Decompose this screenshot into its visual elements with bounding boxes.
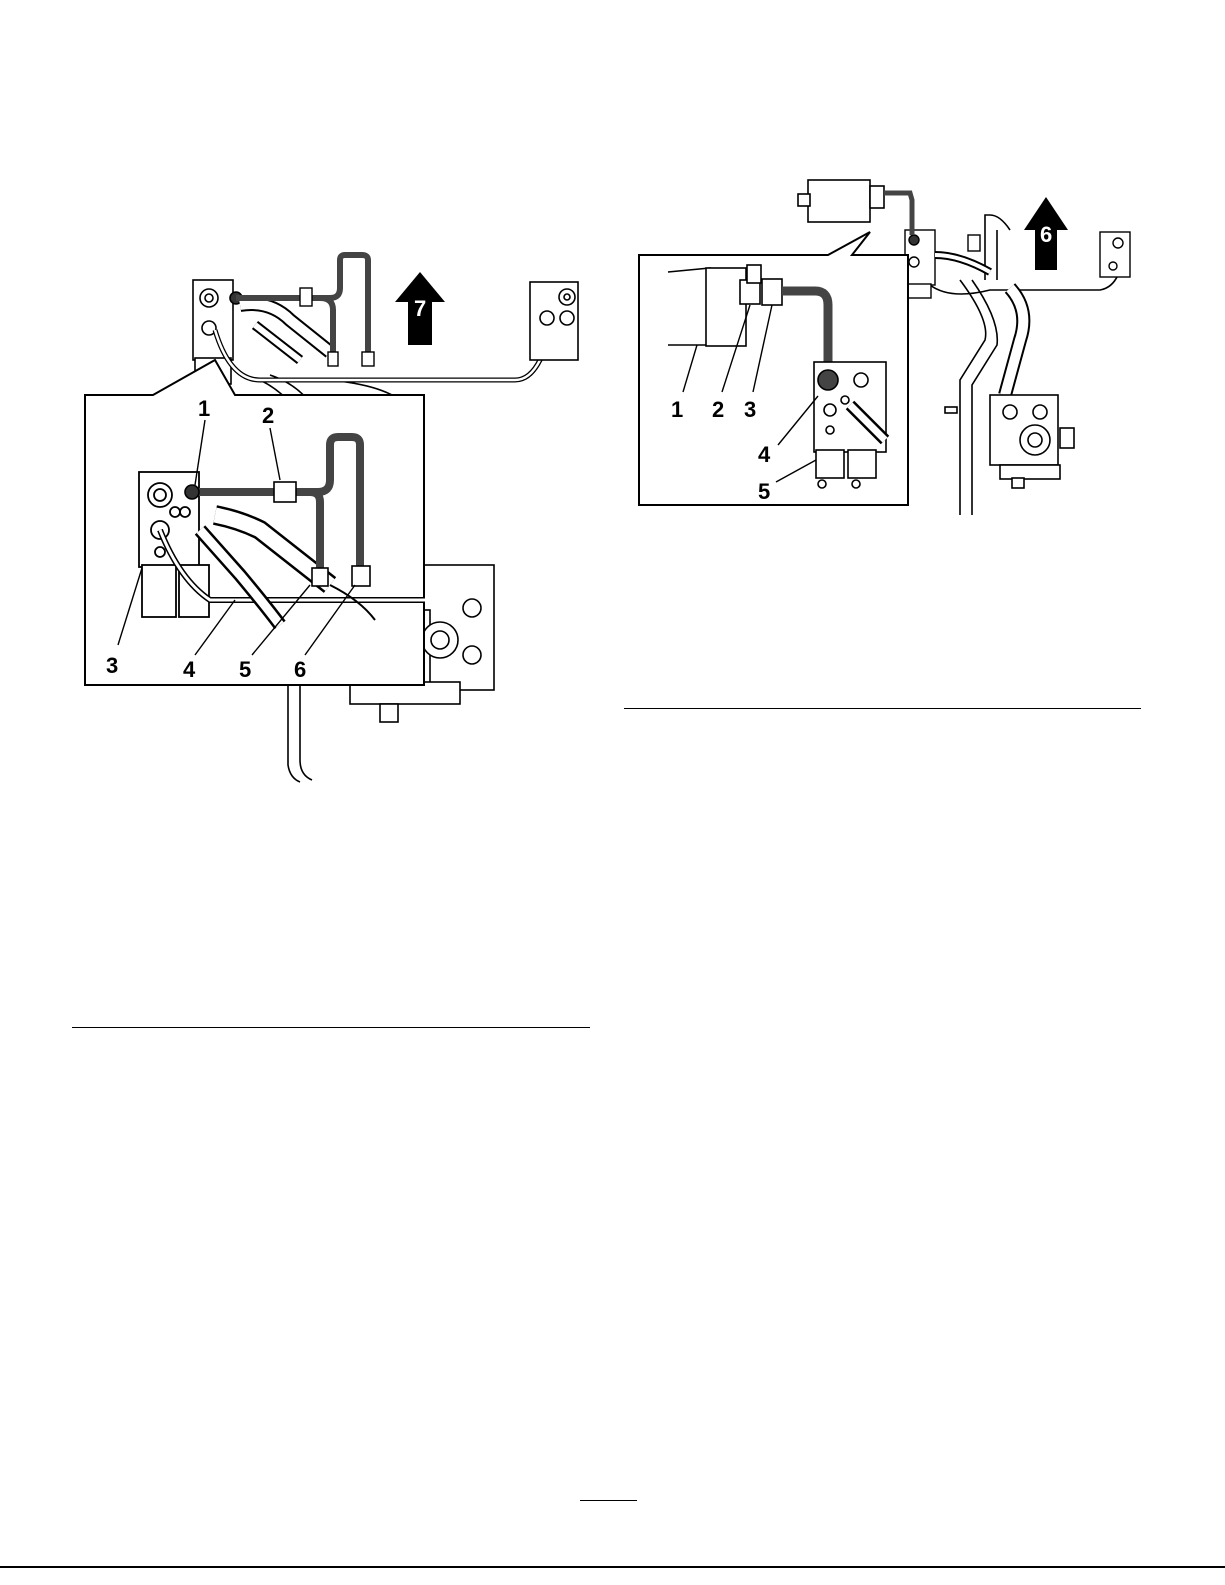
- callout-label: 5: [239, 659, 251, 681]
- section-divider: [624, 708, 1141, 709]
- callout-label: 5: [758, 481, 770, 503]
- direction-arrow-label: 6: [1040, 224, 1052, 246]
- callout-label: 3: [744, 399, 756, 421]
- section-divider: [72, 1027, 590, 1028]
- callout-label: 2: [712, 399, 724, 421]
- callout-label: 2: [262, 405, 274, 427]
- page-number-rule: [580, 1500, 637, 1501]
- callout-label: 3: [106, 655, 118, 677]
- callout-label: 1: [198, 398, 210, 420]
- callout-label: 4: [183, 659, 195, 681]
- callout-label: 6: [294, 659, 306, 681]
- direction-arrow-label: 7: [414, 298, 426, 320]
- right-hydraulic-figure: [612, 0, 1225, 700]
- page-footer-line: [0, 1566, 1225, 1568]
- callout-label: 4: [758, 444, 770, 466]
- callout-label: 1: [671, 399, 683, 421]
